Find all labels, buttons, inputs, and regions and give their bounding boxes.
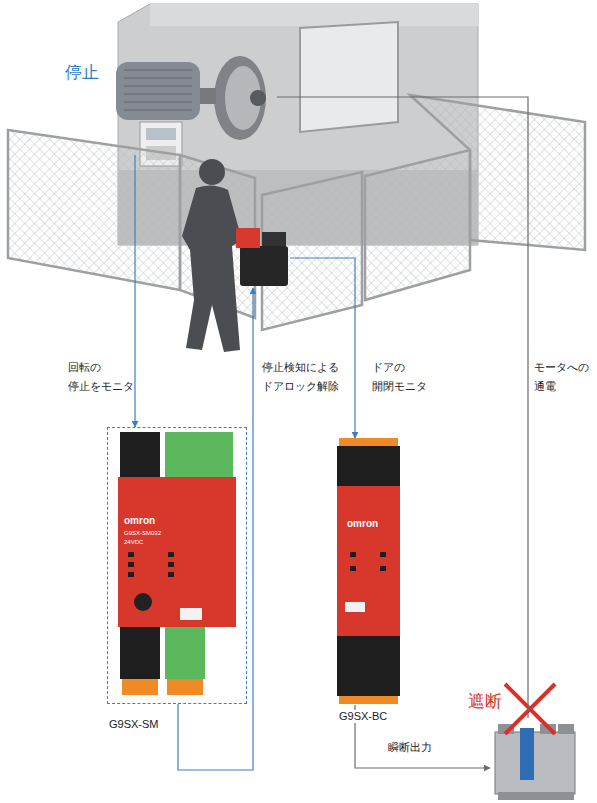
connector-line [178,288,253,770]
module-sticker [180,608,202,620]
edge-label: ドアの 開閉モニタ [372,358,436,396]
indicator-led [380,552,386,557]
safety-unit-group: G9SX-SMomronG9SX-SM03224VDC [107,427,247,704]
safety-unit-module: omronG9SX-SM032 24VDC [119,433,237,698]
module-body [337,486,400,636]
operator-figure [182,159,242,352]
model-label: G9SX-SM032 [124,530,161,537]
connector-line [134,155,135,427]
fence-panel [410,95,585,250]
indicator-led [350,552,356,557]
motor-body [116,62,200,120]
contactor-art [495,724,575,800]
contactor-body [495,732,575,794]
door-lock-switch [232,224,290,288]
fence-panel [8,130,180,290]
brand-label: omron [347,518,378,530]
indicator-led [350,566,356,571]
g9sx-sm-module-art [118,432,236,695]
contactor-terminal [498,792,574,800]
rating-label: 24VDC [124,539,143,546]
safety-fence [8,95,585,330]
operator-head [199,159,225,185]
model-label: G9SX-SM [108,718,160,731]
indicator-led [168,572,174,577]
switch-actuator [236,228,260,248]
door-lock-switch-art [236,228,288,286]
cross-stroke [505,684,555,734]
indicator-led [380,566,386,571]
operator-body [182,185,242,352]
contactor-terminal [558,724,574,734]
motor-assembly: 停止 [115,55,277,155]
cross-stroke [505,684,555,734]
module-body [118,477,236,627]
edge-label: 停止検知による ドアロック解除 [262,358,348,396]
indicator-led [168,562,174,567]
motor-fins [124,70,192,110]
rotary-switch [134,593,152,611]
module-sticker [345,602,365,612]
contactor: 遮断 [490,718,582,800]
g9sx-bc-module-art [337,438,400,704]
terminal-block [120,432,160,477]
switch-body [240,246,288,286]
terminal-tab [339,438,398,446]
motor-shaft [198,88,216,104]
control-panel-display [146,128,176,140]
status-label: 遮断 [468,692,502,712]
switch-head [262,232,286,246]
connector-line [277,97,528,718]
terminal-tab [339,696,398,704]
terminal-block [337,636,400,696]
edge-label: 回転の 停止をモニタ [68,358,136,396]
status-label: 停止 [65,63,99,83]
cut-off-cross [505,684,555,734]
contactor-actuator [520,728,534,780]
machine-top-band [150,4,478,26]
connector-line [290,258,355,438]
edge-label: 瞬断出力 [388,738,448,757]
fence-panel [365,150,470,300]
brand-label: omron [124,515,155,527]
chuck-center [250,90,266,106]
indicator-led [128,552,134,557]
model-label: G9SX-BC [338,710,388,723]
indicator-led [128,562,134,567]
indicator-led [168,552,174,557]
edge-label: モータへの 通電 [534,358,594,396]
terminal-block [120,627,160,679]
safety-controller: omronG9SX-BC [337,438,400,705]
indicator-led [128,572,134,577]
terminal-tab [167,679,203,695]
terminal-block [337,446,400,486]
machine-window [300,22,398,132]
terminal-tab [122,679,158,695]
chuck-outer [214,56,266,140]
terminal-block [165,627,205,679]
terminal-block [165,432,233,477]
